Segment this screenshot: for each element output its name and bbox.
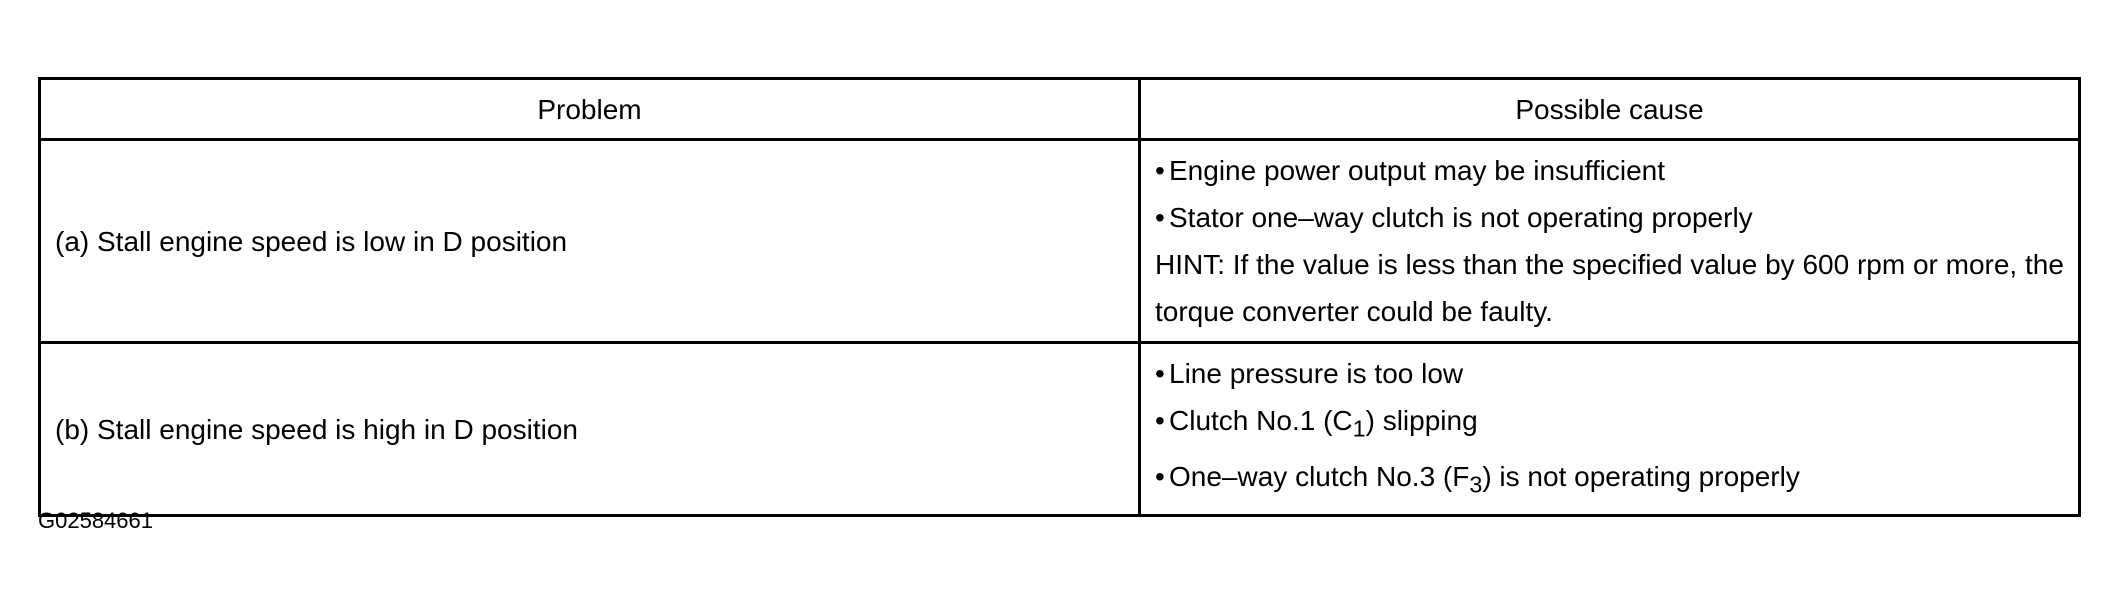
cause-item: •Engine power output may be insufficient [1155,147,2064,194]
bullet-icon: • [1155,202,1165,233]
cause-item: •Line pressure is too low [1155,350,2064,397]
problem-cell: (a) Stall engine speed is low in D posit… [38,138,1141,344]
header-possible-cause: Possible cause [1138,77,2081,141]
header-problem: Problem [38,77,1141,141]
table-row: (a) Stall engine speed is low in D posit… [38,138,2081,344]
cause-text: Engine power output may be insufficient [1169,155,1666,186]
cause-cell: •Engine power output may be insufficient… [1138,138,2081,344]
figure-id: G02584661 [38,508,153,533]
problem-cell: (b) Stall engine speed is high in D posi… [38,340,1141,518]
cause-text: Line pressure is too low [1169,358,1464,389]
cause-text-suffix: ) slipping [1365,405,1478,436]
bullet-icon: • [1155,405,1165,436]
cause-item: •Clutch No.1 (C1) slipping [1155,397,2064,453]
bullet-icon: • [1155,460,1165,492]
cause-subscript: 3 [1469,471,1483,498]
cause-text-suffix: ) is not operating properly [1482,460,1800,492]
bullet-icon: • [1155,155,1165,186]
cause-text: Stator one–way clutch is not operating p… [1169,202,1753,233]
cause-item: •One–way clutch No.3 (F3) is not operati… [1155,453,2064,509]
hint-text: HINT: If the value is less than the spec… [1155,249,2064,327]
bullet-icon: • [1155,358,1165,389]
cause-text-prefix: One–way clutch No.3 (F [1169,460,1470,492]
cause-text-prefix: Clutch No.1 (C [1169,405,1353,436]
table-header-row: Problem Possible cause [38,77,2081,141]
cause-cell: •Line pressure is too low •Clutch No.1 (… [1138,340,2081,518]
cause-subscript: 1 [1352,415,1366,442]
cause-item: •Stator one–way clutch is not operating … [1155,194,2064,241]
troubleshooting-table: Problem Possible cause (a) Stall engine … [38,77,2081,518]
table-row: (b) Stall engine speed is high in D posi… [38,340,2081,518]
